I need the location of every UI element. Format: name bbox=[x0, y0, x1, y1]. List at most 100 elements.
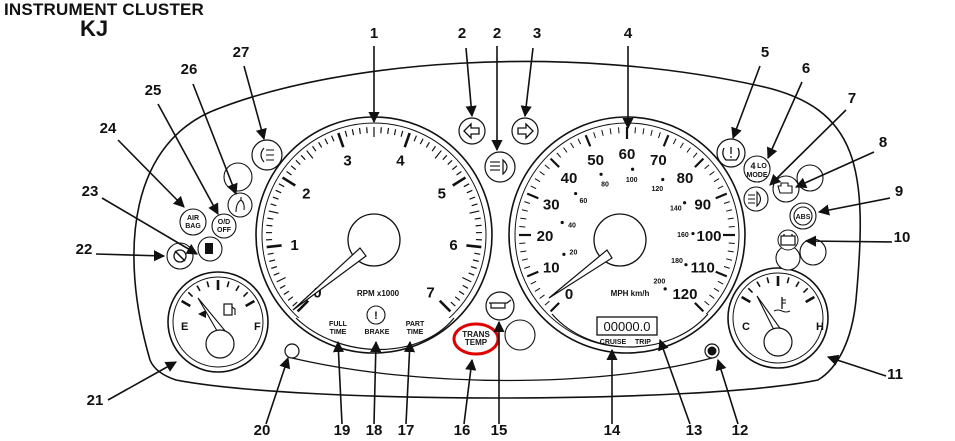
speedo-tick bbox=[544, 300, 550, 306]
tach-tick bbox=[462, 284, 469, 289]
low-fuel-lamp bbox=[197, 236, 223, 262]
speedo-kmh-dot bbox=[560, 220, 564, 225]
tach-tick bbox=[292, 301, 298, 307]
callout-leader bbox=[192, 83, 238, 196]
tach-tick bbox=[466, 244, 482, 249]
callout-leader bbox=[715, 358, 739, 425]
rear-fog-lamp bbox=[251, 139, 283, 171]
speedo-tick bbox=[521, 209, 528, 212]
tach-tick bbox=[471, 203, 478, 207]
tach-tick bbox=[393, 129, 397, 136]
callout-number: 26 bbox=[181, 61, 198, 78]
tach-tick bbox=[270, 203, 277, 207]
speedo-tick bbox=[563, 147, 568, 153]
gauge-tick bbox=[802, 287, 809, 294]
speedo-tick bbox=[520, 250, 527, 253]
speedo-mph-number: 100 bbox=[696, 228, 721, 245]
tach-tick bbox=[286, 171, 292, 176]
callout-number: 23 bbox=[82, 183, 99, 200]
callout-leader bbox=[463, 358, 477, 425]
callout-number: 20 bbox=[254, 422, 271, 439]
security-lamp bbox=[227, 192, 253, 218]
speedo-tick bbox=[723, 201, 730, 204]
callout-number: 4 bbox=[624, 25, 633, 42]
callout-number: 9 bbox=[895, 183, 903, 200]
airbag-line2: BAG bbox=[185, 223, 201, 230]
battery-icon bbox=[780, 234, 796, 246]
callout-leader bbox=[658, 338, 691, 425]
tach-tick bbox=[431, 145, 436, 152]
seatbelt-icon bbox=[173, 249, 187, 263]
speedo-tick bbox=[601, 129, 604, 136]
check-engine-lamp bbox=[772, 175, 800, 203]
tach-tick bbox=[413, 135, 417, 142]
speedo-tick bbox=[715, 270, 728, 278]
callout-number: 8 bbox=[879, 134, 887, 151]
tire-pressure-icon bbox=[722, 147, 740, 161]
callout-number: 2 bbox=[458, 25, 466, 42]
temp-hot-label: H bbox=[816, 321, 824, 333]
gauge-tick bbox=[245, 299, 256, 308]
callout-leader bbox=[731, 65, 761, 140]
tach-tick bbox=[279, 284, 286, 289]
speedo-kmh-dot bbox=[684, 263, 688, 267]
tach-tick bbox=[312, 145, 317, 152]
odometer-display bbox=[596, 316, 658, 336]
trans-temp-line1: TRANS bbox=[462, 330, 490, 339]
tach-tick bbox=[337, 132, 345, 148]
speedo-kmh-dot bbox=[682, 201, 687, 205]
speedo-needle bbox=[548, 249, 613, 299]
callout-number: 24 bbox=[100, 120, 117, 137]
tach-tick bbox=[269, 259, 276, 262]
speedo-tick bbox=[593, 132, 596, 139]
turn-right-arrow-icon bbox=[517, 122, 534, 140]
fuel-full-label: F bbox=[254, 321, 261, 333]
callout-leader bbox=[117, 139, 185, 208]
speedo-tick bbox=[524, 201, 531, 204]
callout-leader bbox=[826, 354, 887, 377]
callout-number: 10 bbox=[894, 229, 911, 246]
speedo-tick bbox=[672, 138, 677, 145]
high-beam-lamp bbox=[484, 151, 516, 183]
gauge-tick bbox=[235, 285, 240, 292]
speedo-mph-number: 10 bbox=[543, 259, 560, 276]
tach-tick bbox=[278, 183, 285, 188]
speedo-tick bbox=[686, 147, 691, 153]
tach-tick bbox=[425, 141, 430, 148]
speedo-mph-number: 70 bbox=[650, 152, 667, 169]
speedo-mph-number: 80 bbox=[677, 170, 694, 187]
diagram-subtitle: KJ bbox=[80, 16, 109, 41]
tach-tick bbox=[295, 159, 301, 165]
speedo-tick bbox=[584, 134, 592, 147]
speedo-tick bbox=[530, 280, 537, 285]
tach-tick bbox=[283, 290, 290, 295]
tach-tick bbox=[267, 217, 274, 220]
tach-tick bbox=[474, 217, 481, 220]
gauge-tick bbox=[187, 291, 194, 298]
gauge-tick bbox=[756, 281, 761, 288]
callout-leader bbox=[157, 103, 219, 215]
four-lo-digit: 4 bbox=[750, 161, 755, 171]
speedo-kmh-dot bbox=[574, 191, 578, 196]
temp-cold-label: C bbox=[742, 321, 750, 333]
tach-tick bbox=[452, 176, 467, 187]
gauge-tick bbox=[242, 291, 249, 298]
four-lo-mode: MODE bbox=[747, 172, 768, 179]
speedo-tick bbox=[556, 152, 562, 158]
blank-lamp-right-1 bbox=[796, 164, 824, 192]
airbag-lamp: AIR BAG bbox=[179, 208, 207, 236]
odometer-reading: 00000.0 bbox=[604, 319, 651, 334]
fuel-gauge: E F bbox=[167, 271, 269, 373]
tach-tick bbox=[456, 171, 462, 176]
callout-leader bbox=[769, 109, 847, 186]
oil-pressure-icon bbox=[489, 299, 512, 309]
tach-tick bbox=[400, 130, 404, 137]
tach-tick bbox=[469, 210, 480, 214]
gauge-tick bbox=[766, 277, 770, 284]
speedo-tick bbox=[727, 250, 734, 253]
speedo-tick bbox=[727, 217, 734, 220]
tach-tick bbox=[324, 138, 329, 145]
callout-leader bbox=[101, 197, 198, 255]
tach-tick bbox=[271, 265, 278, 269]
